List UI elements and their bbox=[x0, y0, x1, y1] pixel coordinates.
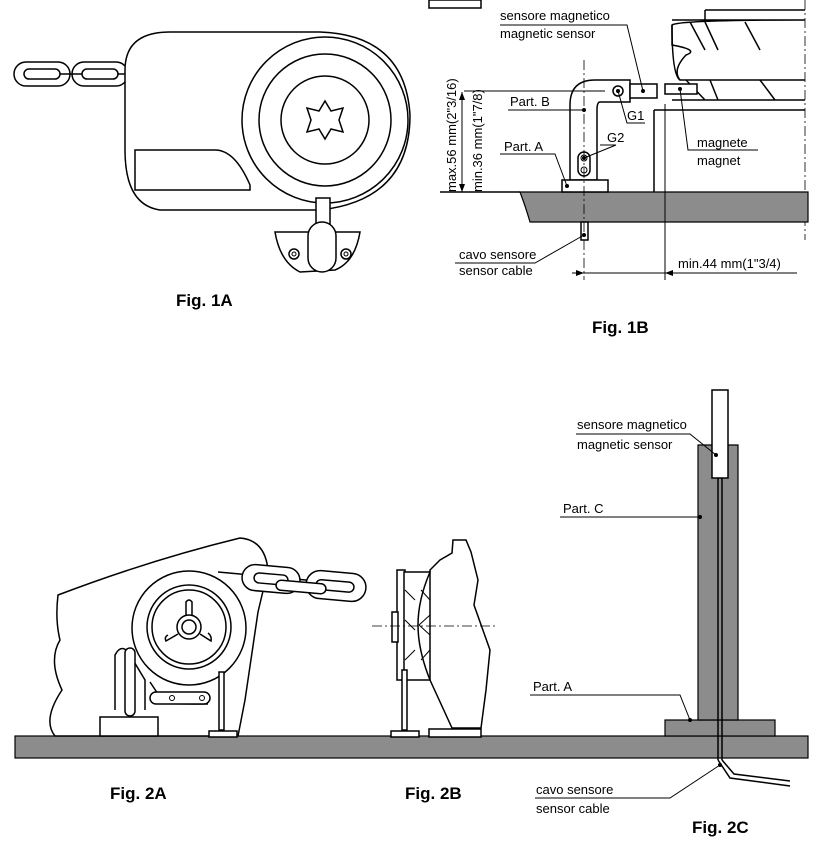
drum bbox=[131, 570, 247, 686]
windlass-front-body bbox=[429, 539, 491, 729]
dim-horizontal: min.44 mm(1"3/4) bbox=[678, 256, 781, 271]
part-c-label: Part. C bbox=[563, 501, 603, 516]
g1-label: G1 bbox=[627, 108, 644, 123]
drum-outer bbox=[241, 36, 409, 204]
deck-section bbox=[519, 191, 809, 223]
fig-2a-windlass-side-view: Fig. 2A bbox=[49, 537, 367, 803]
fig-2c-sensor-mount: sensore magnetico magnetic sensor Part. … bbox=[530, 389, 791, 837]
fig-1a-caption: Fig. 1A bbox=[176, 291, 233, 310]
fig-1b-caption: Fig. 1B bbox=[592, 318, 649, 337]
leader-lines bbox=[530, 433, 722, 799]
part-a-base bbox=[561, 179, 609, 193]
housing-cutout bbox=[134, 149, 251, 191]
sensor-label-en: magnetic sensor bbox=[500, 26, 596, 41]
magnetic-sensor bbox=[711, 389, 729, 479]
fig-2a-caption: Fig. 2A bbox=[110, 784, 167, 803]
fig-2b-caption: Fig. 2B bbox=[405, 784, 462, 803]
g2-label: G2 bbox=[607, 130, 624, 145]
cable-label-en: sensor cable bbox=[536, 801, 610, 816]
part-b-label: Part. B bbox=[510, 94, 550, 109]
cable-label-en: sensor cable bbox=[459, 263, 533, 278]
fig-1b-sensor-detail: sensore magnetico magnetic sensor Part. … bbox=[440, 0, 809, 337]
magnet-label-it: magnete bbox=[697, 135, 748, 150]
fig-1a-windlass-top-view: Fig. 1A bbox=[13, 31, 411, 310]
fig-2b-windlass-front-view: Fig. 2B bbox=[372, 0, 497, 803]
part-a-label: Part. A bbox=[533, 679, 572, 694]
leader-lines bbox=[455, 24, 758, 264]
sensor-post bbox=[218, 671, 225, 731]
deck bbox=[14, 735, 809, 759]
sensor-base bbox=[99, 716, 159, 737]
chain bbox=[217, 563, 367, 603]
sensor-label-it: sensore magnetico bbox=[500, 8, 610, 23]
part-a-label: Part. A bbox=[504, 139, 543, 154]
sensor-label-it: sensore magnetico bbox=[577, 417, 687, 432]
cable-label-it: cavo sensore bbox=[459, 247, 536, 262]
sensor-label-en: magnetic sensor bbox=[577, 437, 673, 452]
sensor-post bbox=[401, 669, 408, 731]
star-shaft-icon bbox=[305, 99, 345, 141]
fig-2c-caption: Fig. 2C bbox=[692, 818, 749, 837]
part-a-base bbox=[664, 719, 776, 737]
cable-label-it: cavo sensore bbox=[536, 782, 613, 797]
magnet-label-en: magnet bbox=[697, 153, 741, 168]
sensor-cable-stub bbox=[580, 221, 589, 241]
dim-max: max.56 mm(2"3/16) bbox=[444, 78, 459, 192]
g1-screw bbox=[612, 85, 624, 97]
dim-min: min.36 mm(1"7/8) bbox=[470, 89, 485, 192]
